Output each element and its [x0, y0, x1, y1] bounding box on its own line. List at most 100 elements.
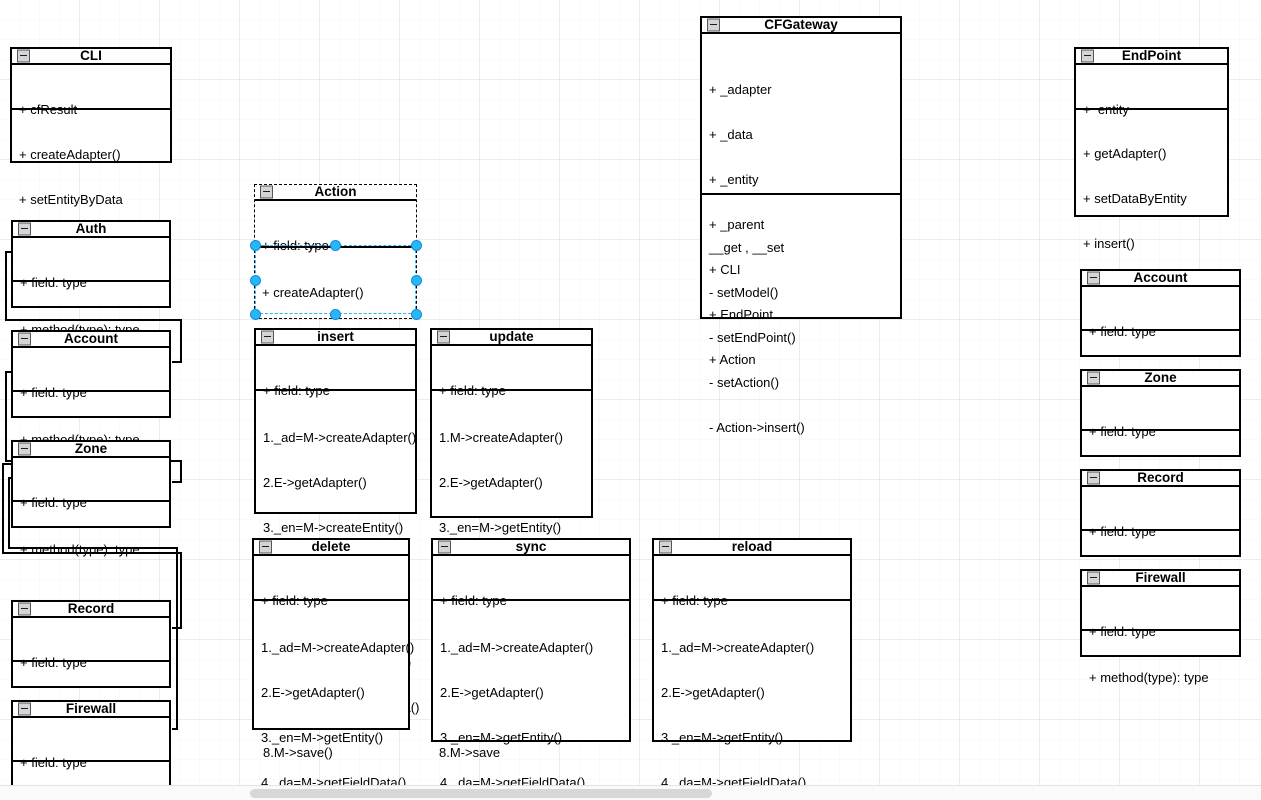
attribute-row: + CLI — [709, 261, 741, 277]
collapse-minus-icon[interactable] — [261, 330, 274, 344]
attributes-compartment[interactable]: + entity — [1076, 65, 1227, 117]
class-box-account-right[interactable]: Account + field: type + method(type): ty… — [1080, 269, 1241, 385]
class-title-bar[interactable]: Zone — [13, 442, 169, 458]
collapse-minus-icon[interactable] — [707, 18, 720, 32]
attributes-compartment[interactable]: + field: type — [433, 556, 629, 608]
attributes-compartment[interactable]: + field: type — [1082, 487, 1239, 539]
attributes-compartment[interactable]: + cfResult — [12, 65, 170, 117]
horizontal-scrollbar-thumb[interactable] — [250, 789, 712, 798]
collapse-minus-icon[interactable] — [18, 442, 31, 456]
class-title-bar[interactable]: sync — [433, 540, 629, 556]
class-title-bar[interactable]: Account — [13, 332, 169, 348]
attributes-compartment[interactable]: + field: type — [13, 458, 169, 510]
class-title-bar[interactable]: Account — [1082, 271, 1239, 287]
class-title-bar[interactable]: update — [432, 330, 591, 346]
resize-handle-s[interactable] — [329, 308, 341, 320]
collapse-minus-icon[interactable] — [437, 330, 450, 344]
class-title-bar[interactable]: delete — [254, 540, 408, 556]
operations-compartment[interactable]: 1._ad=M->createAdapter() 2.E->getAdapter… — [254, 598, 414, 800]
class-title-bar[interactable]: Record — [13, 602, 169, 618]
class-name: Firewall — [1135, 570, 1186, 585]
collapse-minus-icon[interactable] — [1087, 471, 1100, 485]
operation-row: 2.E->getAdapter() — [439, 474, 543, 490]
class-box-action[interactable]: Action + field: type + createAdapter() +… — [254, 184, 417, 390]
class-title-bar[interactable]: Auth — [13, 222, 169, 238]
class-name: Account — [64, 331, 118, 346]
collapse-minus-icon[interactable] — [18, 702, 31, 716]
class-box-endpoint[interactable]: EndPoint + entity + getAdapter() + setDa… — [1074, 47, 1229, 431]
attributes-compartment[interactable]: + field: type — [13, 718, 169, 770]
class-box-auth[interactable]: Auth + field: type + method(type): type — [11, 220, 171, 337]
resize-handle-nw[interactable] — [249, 239, 261, 251]
attributes-compartment[interactable]: + field: type — [254, 556, 408, 608]
collapse-minus-icon[interactable] — [438, 540, 451, 554]
attributes-compartment[interactable]: + field: type — [255, 201, 416, 253]
attributes-compartment[interactable]: + _adapter + _data + _entity + _parent +… — [702, 34, 900, 367]
class-title-bar[interactable]: Zone — [1082, 371, 1239, 387]
attributes-compartment[interactable]: + field: type — [1082, 587, 1239, 639]
class-box-zone-right[interactable]: Zone + field: type + method(type): type — [1080, 369, 1241, 485]
operation-row: + insert() — [1083, 235, 1135, 251]
collapse-minus-icon[interactable] — [1087, 571, 1100, 585]
operations-compartment[interactable]: + method(type): type — [1082, 628, 1239, 722]
class-title-bar[interactable]: EndPoint — [1076, 49, 1227, 65]
class-box-delete[interactable]: delete + field: type 1._ad=M->createAdap… — [252, 538, 414, 790]
attributes-compartment[interactable]: + field: type — [13, 618, 169, 670]
resize-handle-sw[interactable] — [249, 308, 261, 320]
class-box-record-left[interactable]: Record + field: type + method(type): typ… — [11, 600, 171, 717]
collapse-minus-icon[interactable] — [18, 222, 31, 236]
collapse-minus-icon[interactable] — [1087, 371, 1100, 385]
attributes-compartment[interactable]: + field: type — [432, 346, 591, 398]
collapse-minus-icon[interactable] — [1081, 49, 1094, 63]
class-box-firewall-left[interactable]: Firewall + field: type + method(type): t… — [11, 700, 171, 788]
attributes-compartment[interactable]: + field: type — [13, 348, 169, 400]
attributes-compartment[interactable]: + field: type — [654, 556, 850, 608]
class-title-bar[interactable]: Firewall — [1082, 571, 1239, 587]
class-title-bar[interactable]: insert — [256, 330, 415, 346]
class-title-bar[interactable]: reload — [654, 540, 850, 556]
class-title-bar[interactable]: CLI — [12, 49, 170, 65]
attributes-compartment[interactable]: + field: type — [256, 346, 415, 398]
class-box-reload[interactable]: reload + field: type 1._ad=M->createAdap… — [652, 538, 852, 790]
horizontal-scrollbar[interactable] — [0, 785, 1261, 800]
class-title-bar[interactable]: Record — [1082, 471, 1239, 487]
class-title-bar[interactable]: Action — [255, 185, 416, 201]
class-box-cli[interactable]: CLI + cfResult + createAdapter() + setEn… — [10, 47, 172, 252]
operations-compartment[interactable]: 1._ad=M->createAdapter() 2.E->getAdapter… — [654, 598, 850, 800]
class-box-sync[interactable]: sync + field: type 1._ad=M->createAdapte… — [431, 538, 631, 790]
class-title-bar[interactable]: Firewall — [13, 702, 169, 718]
class-box-account-left[interactable]: Account + field: type + method(type): ty… — [11, 330, 171, 447]
resize-handle-ne[interactable] — [410, 239, 422, 251]
operations-compartment[interactable]: + method(type): type — [13, 499, 169, 594]
class-name: update — [489, 329, 534, 344]
class-box-zone-left[interactable]: Zone + field: type + method(type): type — [11, 440, 171, 557]
operations-compartment[interactable]: + method(type): type — [13, 759, 169, 800]
collapse-minus-icon[interactable] — [18, 602, 31, 616]
class-box-cfgateway[interactable]: CFGateway + _adapter + _data + _entity +… — [700, 16, 902, 435]
class-name: CFGateway — [764, 17, 838, 32]
attributes-compartment[interactable]: + field: type — [13, 238, 169, 290]
resize-handle-w[interactable] — [249, 274, 261, 286]
class-box-firewall-right[interactable]: Firewall + field: type + method(type): t… — [1080, 569, 1241, 685]
class-box-insert[interactable]: insert + field: type 1._ad=M->createAdap… — [254, 328, 419, 760]
operations-compartment[interactable]: __get , __set - setModel() - setEndPoint… — [702, 192, 900, 472]
collapse-minus-icon[interactable] — [259, 540, 272, 554]
resize-handle-e[interactable] — [410, 274, 422, 286]
class-name: Record — [67, 601, 115, 616]
operation-row: 3._en=M->getEntity() — [261, 729, 384, 745]
operation-row: 2.E->getAdapter() — [263, 474, 367, 490]
collapse-minus-icon[interactable] — [260, 185, 273, 199]
attributes-compartment[interactable]: + field: type — [1082, 387, 1239, 439]
class-title-bar[interactable]: CFGateway — [702, 18, 900, 34]
class-box-record-right[interactable]: Record + field: type + method(type): typ… — [1080, 469, 1241, 585]
attributes-compartment[interactable]: + field: type — [1082, 287, 1239, 339]
collapse-minus-icon[interactable] — [17, 49, 30, 63]
collapse-minus-icon[interactable] — [659, 540, 672, 554]
operations-compartment[interactable]: 1._ad=M->createAdapter() 2.E->getAdapter… — [433, 598, 629, 800]
collapse-minus-icon[interactable] — [18, 332, 31, 346]
collapse-minus-icon[interactable] — [1087, 271, 1100, 285]
resize-handle-n[interactable] — [329, 239, 341, 251]
resize-handle-se[interactable] — [410, 308, 422, 320]
class-box-update[interactable]: update + field: type 1.M->createAdapter(… — [430, 328, 595, 760]
